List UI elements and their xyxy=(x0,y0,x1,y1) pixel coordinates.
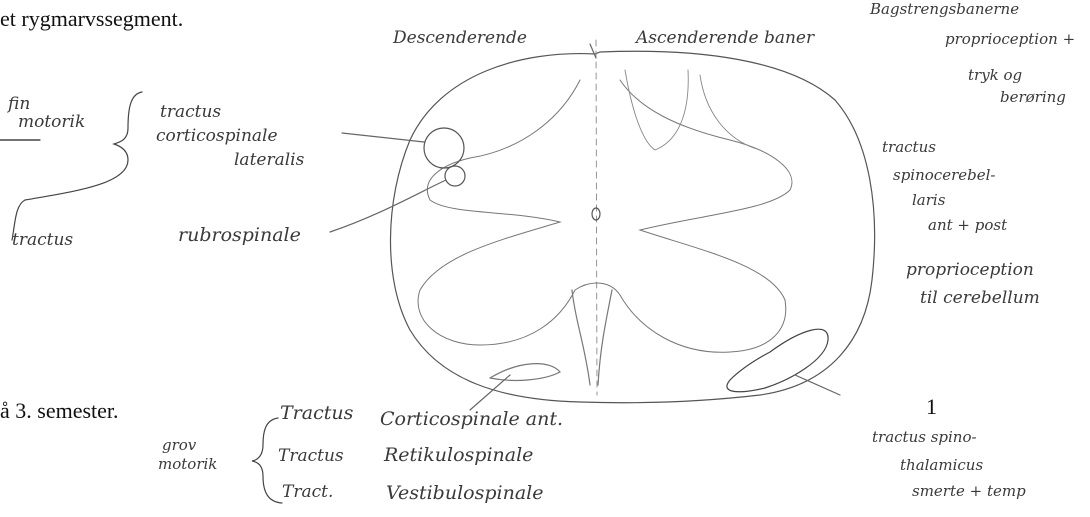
label-spinocerebellar-4: ant + post xyxy=(928,218,1007,234)
label-spinothalamic-2: thalamicus xyxy=(900,458,983,474)
label-corticospinal-1: tractus xyxy=(160,104,221,122)
pointer-descending xyxy=(590,44,596,58)
label-corticospinal-2: corticospinale xyxy=(156,128,278,146)
label-back-strand: Bagstrengsbanerne xyxy=(870,2,1019,18)
label-tractus-1: Tractus xyxy=(280,404,353,424)
anterior-left-zone xyxy=(490,364,560,381)
label-corticospinal-3: lateralis xyxy=(234,152,304,170)
label-back-strand-b2: tryk og xyxy=(968,68,1022,84)
label-spinocerebellar-1: tractus xyxy=(882,140,936,156)
label-tract-reticulospinal: Retikulospinale xyxy=(384,446,533,466)
label-tractus-2: Tractus xyxy=(278,448,344,466)
pointer-spinothalamic xyxy=(795,375,840,395)
central-canal xyxy=(592,208,600,220)
label-rubrospinal-2: rubrospinale xyxy=(178,226,301,246)
label-ascending: Ascenderende baner xyxy=(636,30,814,48)
label-proprioception-1: proprioception xyxy=(906,262,1034,280)
label-gross-motor-1: grov xyxy=(162,438,196,454)
label-tract-corticospinal-ant: Corticospinale ant. xyxy=(380,410,563,430)
label-fine-motor-2: motorik xyxy=(18,114,85,132)
label-gross-motor-2: motorik xyxy=(158,457,217,473)
label-back-strand-b1: proprioception + xyxy=(945,32,1075,48)
corticospinal-lateral-circle xyxy=(424,128,464,168)
rubrospinal-circle xyxy=(445,166,465,186)
label-spinothalamic-3: smerte + temp xyxy=(912,484,1026,500)
label-tractus-3: Tract. xyxy=(282,484,333,502)
label-spinocerebellar-3: laris xyxy=(912,193,945,209)
label-spinothalamic-1: tractus spino- xyxy=(872,430,977,446)
label-proprioception-2: til cerebellum xyxy=(920,290,1040,308)
label-tract-vestibulospinal: Vestibulospinale xyxy=(386,484,543,504)
label-rubrospinal-1: tractus xyxy=(12,232,73,250)
pointer-rubrospinal xyxy=(330,180,446,232)
midline xyxy=(596,40,597,395)
posterior-column xyxy=(625,70,760,150)
anterior-fissure xyxy=(572,290,612,385)
label-back-strand-b3: berøring xyxy=(1000,90,1066,106)
label-descending: Descenderende xyxy=(393,30,527,48)
grey-matter xyxy=(418,80,792,352)
label-spinocerebellar-2: spinocerebel- xyxy=(893,168,995,184)
